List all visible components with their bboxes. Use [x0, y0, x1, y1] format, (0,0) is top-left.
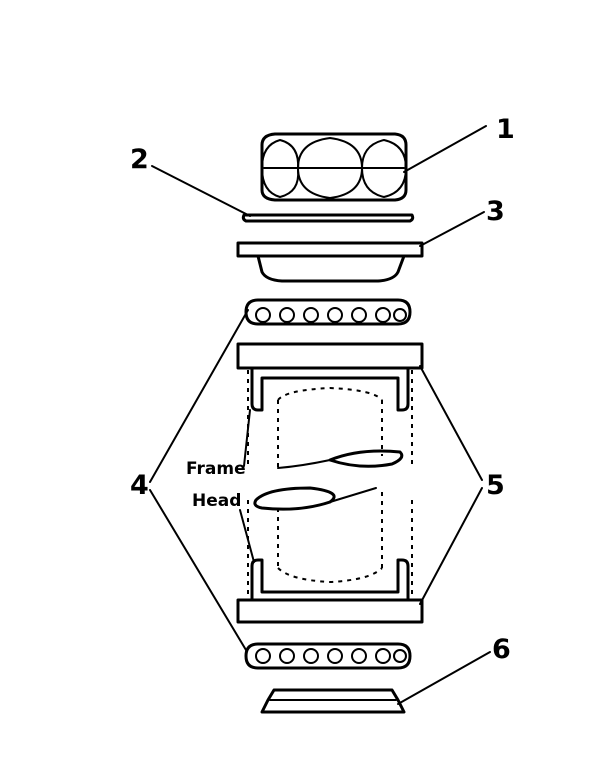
part-4-upper-bearing — [244, 298, 412, 326]
frame-head-label-line2: Head — [192, 491, 241, 511]
part-1-locknut — [260, 132, 408, 202]
frame-head-tube — [247, 370, 413, 600]
callout-1: 1 — [496, 114, 515, 145]
callout-4: 4 — [130, 470, 149, 501]
callout-3: 3 — [486, 196, 505, 227]
frame-head-label-line1: Frame — [186, 459, 246, 479]
callout-2: 2 — [130, 144, 149, 175]
part-3-top-cup — [236, 241, 424, 283]
callout-6: 6 — [492, 634, 511, 665]
part-4-lower-bearing — [244, 642, 412, 670]
part-6-crown-race — [260, 688, 406, 714]
callout-5: 5 — [486, 470, 505, 501]
part-5-lower-race — [236, 558, 424, 624]
part-5-upper-race — [236, 342, 424, 412]
leader-lines — [149, 125, 491, 705]
part-2-washer — [241, 213, 415, 223]
